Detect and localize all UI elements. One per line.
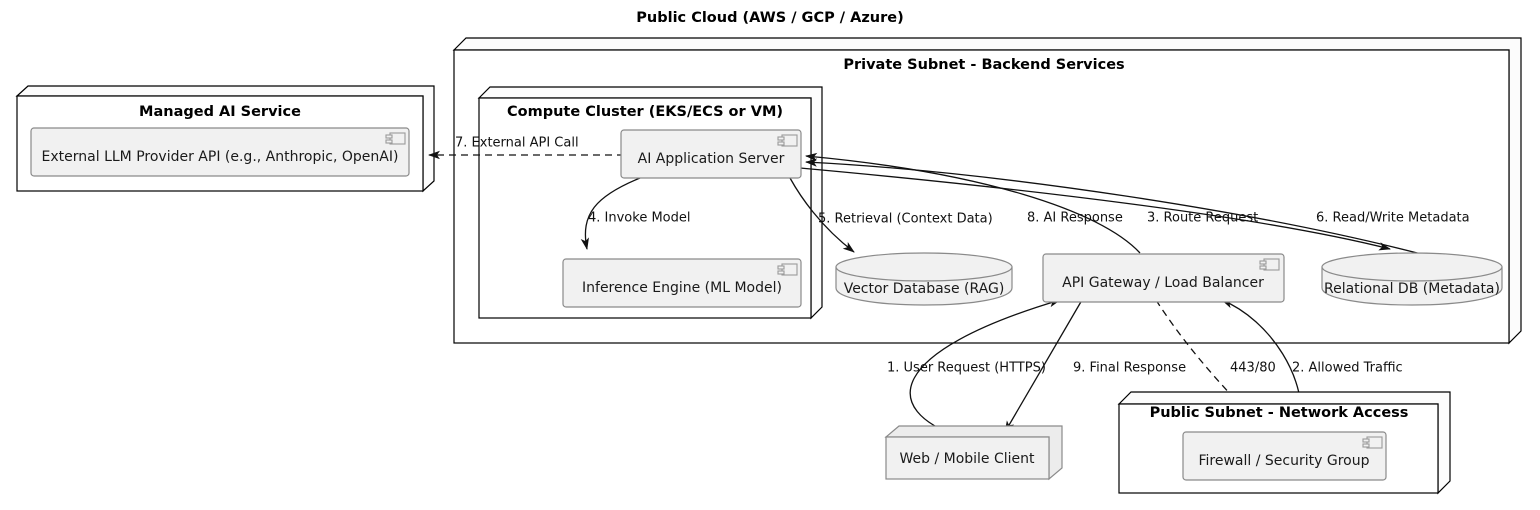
component-firewall-security-group[interactable]: Firewall / Security Group (1182, 431, 1387, 481)
firewall-security-group-label: Firewall / Security Group (1199, 453, 1370, 469)
component-icon (385, 132, 406, 145)
edge-label-6: 6. Read/Write Metadata (1316, 211, 1470, 226)
edge-3-route-request (805, 152, 1141, 254)
public-subnet-title: Public Subnet - Network Access (1150, 405, 1409, 421)
edge-10-443-80 (1155, 299, 1269, 433)
component-inference-engine[interactable]: Inference Engine (ML Model) (562, 258, 802, 308)
compute-cluster-title: Compute Cluster (EKS/ECS or VM) (507, 104, 783, 120)
component-icon (777, 134, 798, 147)
edge-label-443-80: 443/80 (1230, 361, 1276, 376)
edge-label-7: 7. External API Call (455, 136, 579, 151)
component-external-llm-provider-api[interactable]: External LLM Provider API (e.g., Anthrop… (30, 127, 410, 177)
edge-label-2: 2. Allowed Traffic (1292, 361, 1403, 376)
node-public-subnet[interactable]: Public Subnet - Network Access Firewall … (1117, 391, 1451, 495)
private-subnet-title: Private Subnet - Backend Services (843, 57, 1124, 73)
edge-9-final-response (1004, 299, 1083, 433)
edge-label-3: 3. Route Request (1147, 211, 1258, 226)
component-api-gateway[interactable]: API Gateway / Load Balancer (1042, 253, 1285, 303)
component-icon (777, 263, 798, 276)
relational-db-label: Relational DB (Metadata) (1324, 281, 1500, 297)
node-managed-ai-service[interactable]: Managed AI Service External LLM Provider… (15, 85, 435, 193)
edge-6-read-write-metadata (799, 167, 1391, 251)
inference-engine-label: Inference Engine (ML Model) (582, 280, 782, 296)
api-gateway-label: API Gateway / Load Balancer (1062, 275, 1264, 291)
database-vector-db[interactable]: Vector Database (RAG) (835, 252, 1013, 306)
database-relational-db[interactable]: Relational DB (Metadata) (1321, 252, 1503, 306)
edge-label-9: 9. Final Response (1073, 361, 1186, 376)
vector-db-label: Vector Database (RAG) (844, 281, 1005, 297)
web-mobile-client-label: Web / Mobile Client (899, 451, 1035, 467)
diagram-title: Public Cloud (AWS / GCP / Azure) (636, 10, 903, 26)
edge-label-4: 4. Invoke Model (588, 211, 690, 226)
edge-label-8: 8. AI Response (1027, 211, 1123, 226)
managed-ai-service-title: Managed AI Service (139, 104, 301, 120)
edge-8-ai-response (805, 158, 1426, 256)
component-icon (1259, 258, 1280, 271)
ai-application-server-label: AI Application Server (638, 151, 785, 167)
edge-label-1: 1. User Request (HTTPS) (887, 361, 1046, 376)
external-llm-provider-api-label: External LLM Provider API (e.g., Anthrop… (42, 149, 399, 165)
edge-label-5: 5. Retrieval (Context Data) (818, 212, 993, 227)
node-web-mobile-client[interactable]: Web / Mobile Client (884, 425, 1063, 481)
edge-1-user-request-https (909, 299, 1061, 438)
edge-labels: 7. External API Call 4. Invoke Model 5. … (455, 136, 1470, 376)
component-icon (1362, 436, 1383, 449)
edge-4-invoke-model (580, 177, 641, 250)
component-ai-application-server[interactable]: AI Application Server (620, 129, 802, 179)
edge-5-retrieval-context-data (789, 177, 855, 253)
